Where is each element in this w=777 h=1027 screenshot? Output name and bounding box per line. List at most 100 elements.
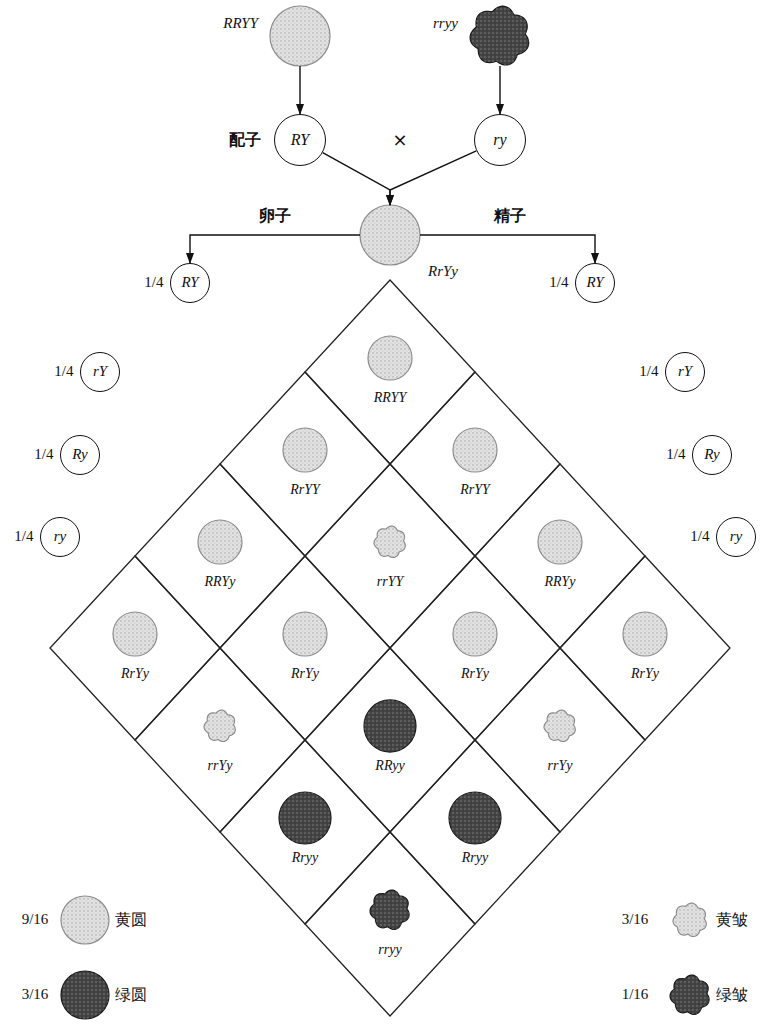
punnett-cell: rrYy (135, 648, 305, 832)
wrinkled-pea (670, 975, 709, 1014)
genotype-label: RrYy (291, 666, 319, 682)
swatch-pea (671, 901, 709, 939)
gamete-label: rY (678, 363, 692, 380)
arrow-connector (190, 235, 360, 263)
arrow-connector (499, 66, 500, 114)
cell-diamond (135, 464, 305, 648)
punnett-cell: rrYY (305, 464, 475, 648)
ratio-label: 1/16 (622, 986, 649, 1003)
round-pea (283, 428, 327, 472)
gamete-label: ry (730, 528, 743, 545)
cell-diamond (390, 740, 560, 924)
genotype-label: RrYy (461, 666, 489, 682)
legend-swatch (59, 894, 111, 946)
cell-diamond (305, 832, 475, 1016)
swatch-pea (59, 894, 111, 946)
cell-outline (390, 556, 560, 740)
cell-diamond (220, 372, 390, 556)
wrinkled-pea (374, 526, 405, 557)
fraction-label: 1/4 (549, 274, 568, 291)
pea-node: RRYY (270, 6, 330, 66)
ratio-label: 3/16 (22, 986, 49, 1003)
fraction-label: 1/4 (34, 446, 53, 463)
cross-symbol: × (392, 130, 407, 151)
round-pea (61, 896, 109, 944)
ratio-label: 9/16 (22, 911, 49, 928)
fraction-label: 1/4 (144, 274, 163, 291)
gamete-circle: RY1/4 (575, 263, 615, 303)
genotype-label: RRYy (545, 574, 576, 590)
genotype-label: Rryy (462, 850, 488, 866)
wrinkled-pea (204, 710, 235, 741)
fraction-label: 1/4 (14, 528, 33, 545)
pea-stipple (270, 6, 330, 66)
pea-node: RrYy (360, 205, 420, 265)
cell-outline (135, 464, 305, 648)
cell-outline (220, 556, 390, 740)
cell-outline (305, 832, 475, 1016)
cell-outline (220, 372, 390, 556)
pea-node: rryy (470, 6, 530, 66)
cell-diamond (135, 648, 305, 832)
gamete-label: rY (93, 363, 107, 380)
swatch-pea (668, 973, 712, 1017)
gamete-circle: RY (274, 114, 326, 166)
round-pea (283, 612, 327, 656)
pea-illustrations (113, 6, 667, 929)
cell-outline (305, 280, 475, 464)
genotype-label: Rryy (292, 850, 318, 866)
cell-diamond (475, 464, 645, 648)
gamete-circle: rY1/4 (80, 352, 120, 392)
wrinkled-pea (673, 903, 706, 936)
legend-swatch (668, 973, 712, 1017)
legend-swatch (59, 969, 111, 1021)
genotype-label: rrYY (377, 574, 403, 590)
pea-stipple (370, 890, 409, 929)
cell-outline (390, 740, 560, 924)
round-pea (360, 205, 420, 265)
fraction-label: 1/4 (54, 363, 73, 380)
genotype-label: rrYy (208, 758, 233, 774)
cell-outline (475, 464, 645, 648)
fraction-label: 1/4 (639, 363, 658, 380)
round-pea (113, 612, 157, 656)
round-pea (623, 612, 667, 656)
genotype-label: RRYY (223, 15, 258, 32)
punnett-cell: RrYY (220, 372, 390, 556)
gamete-label: ry (493, 131, 506, 149)
cell-outline (50, 556, 220, 740)
gamete-label: ry (54, 528, 67, 545)
pea-stipple (61, 896, 109, 944)
cell-outline (305, 464, 475, 648)
cell-diamond (50, 556, 220, 740)
pea-stipple (670, 975, 709, 1014)
punnett-cell: RrYy (220, 556, 390, 740)
punnett-cell: Rryy (390, 740, 560, 924)
punnett-cell: RRyy (305, 648, 475, 832)
gamete-circle: Ry1/4 (692, 435, 732, 475)
gamete-label: RY (586, 274, 603, 291)
pea-stipple (113, 612, 157, 656)
legend-text: 黄圆 (115, 911, 147, 929)
cell-diamond (475, 648, 645, 832)
pea-stipple (673, 903, 706, 936)
pea-stipple (61, 971, 109, 1019)
pea-stipple (374, 526, 405, 557)
round-pea (279, 792, 331, 844)
pea-stipple (279, 792, 331, 844)
pea-stipple (449, 792, 501, 844)
cell-outline (220, 740, 390, 924)
cell-diamond (305, 464, 475, 648)
section-label: 配子 (229, 131, 261, 149)
cell-diamond (220, 556, 390, 740)
round-pea (270, 6, 330, 66)
pea-stipple (453, 612, 497, 656)
pea-stipple (470, 6, 529, 65)
punnett-cell: Rryy (220, 740, 390, 924)
pea-stipple (283, 428, 327, 472)
cell-diamond (390, 556, 560, 740)
cell-diamond (390, 372, 560, 556)
round-pea (449, 792, 501, 844)
cell-outline (560, 556, 730, 740)
